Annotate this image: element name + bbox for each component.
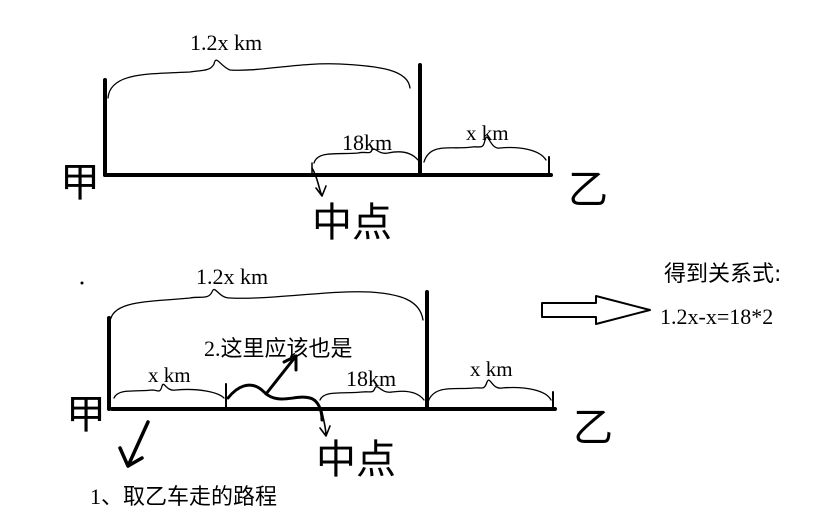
top-label-right: x km xyxy=(466,121,509,145)
bottom-label-right: x km xyxy=(470,357,513,381)
bottom-brace-left xyxy=(113,383,225,399)
top-mid-arrow xyxy=(311,167,327,197)
bottom-label-jia: 甲 xyxy=(66,392,106,437)
bottom-brace-total xyxy=(109,288,424,323)
bottom-label-gap: 18km xyxy=(346,366,397,391)
top-label-total: 1.2x km xyxy=(190,30,263,55)
relation-equation: 1.2x-x=18*2 xyxy=(660,304,774,329)
top-label-yi: 乙 xyxy=(568,167,608,212)
bottom-label-left: x km xyxy=(148,363,191,387)
stray-dot xyxy=(80,281,84,285)
bottom-label-yi: 乙 xyxy=(573,405,613,450)
bottom-brace-right xyxy=(427,379,552,403)
top-brace-total xyxy=(107,59,411,99)
bottom-note1-arrow xyxy=(118,420,150,468)
bottom-note2-arrow xyxy=(264,354,298,396)
relation-title: 得到关系式: xyxy=(664,262,782,287)
bottom-label-midpoint: 中点 xyxy=(316,437,396,483)
top-brace-gap xyxy=(313,148,419,164)
bottom-brace-gap xyxy=(319,386,425,401)
bottom-hand-arc xyxy=(226,383,324,422)
bottom-note-2: 2.这里应该也是 xyxy=(204,336,353,361)
top-brace-right xyxy=(423,136,547,163)
top-label-jia: 甲 xyxy=(60,160,100,205)
bottom-label-total: 1.2x km xyxy=(196,264,269,289)
top-label-gap: 18km xyxy=(342,130,393,155)
bottom-note-1: 1、取乙车走的路程 xyxy=(90,484,278,509)
top-label-midpoint: 中点 xyxy=(312,200,392,246)
bottom-mid-arrow xyxy=(319,411,331,437)
relation-arrow xyxy=(541,295,651,325)
